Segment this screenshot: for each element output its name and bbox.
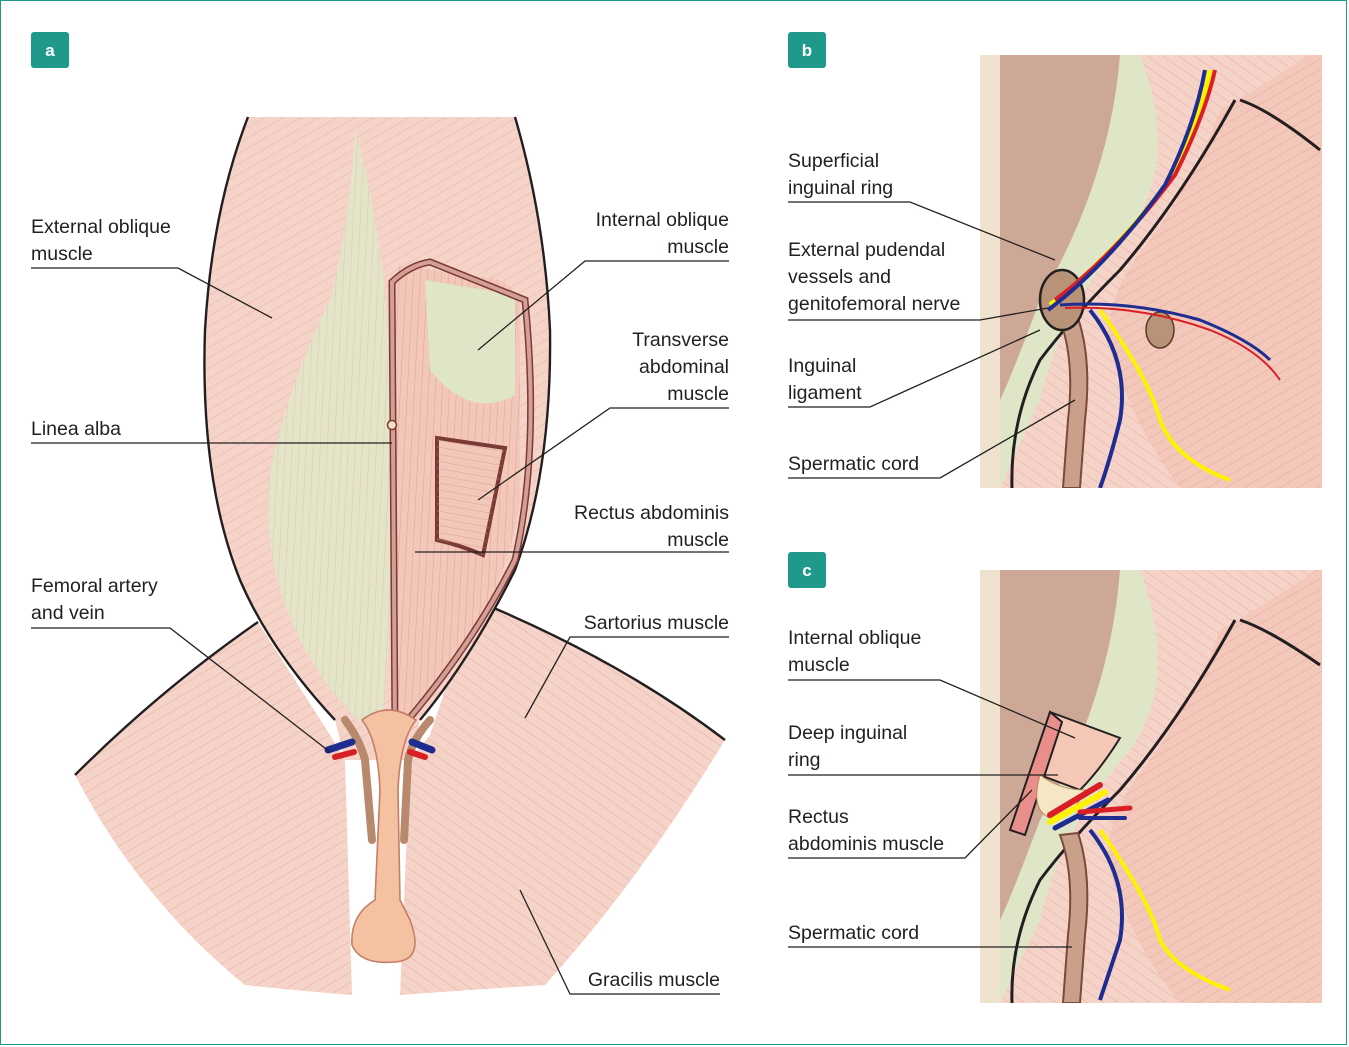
panel-a: a bbox=[31, 32, 729, 995]
badge-b: b bbox=[788, 32, 826, 68]
svg-text:External oblique: External oblique bbox=[31, 216, 171, 238]
panel-b: b Superficial bbox=[788, 32, 1330, 488]
inguinal-view-c bbox=[980, 560, 1330, 1003]
svg-text:genitofemoral nerve: genitofemoral nerve bbox=[788, 293, 960, 315]
svg-text:b: b bbox=[802, 41, 812, 60]
svg-text:a: a bbox=[45, 41, 55, 60]
svg-text:Inguinal: Inguinal bbox=[788, 355, 856, 377]
svg-text:and vein: and vein bbox=[31, 602, 105, 624]
svg-text:Femoral artery: Femoral artery bbox=[31, 575, 158, 597]
inguinal-view-b bbox=[980, 40, 1330, 488]
svg-text:Spermatic cord: Spermatic cord bbox=[788, 922, 919, 944]
svg-text:Sartorius muscle: Sartorius muscle bbox=[584, 612, 729, 634]
svg-text:Rectus: Rectus bbox=[788, 806, 849, 828]
svg-text:c: c bbox=[802, 561, 811, 580]
svg-text:Internal oblique: Internal oblique bbox=[788, 627, 921, 649]
svg-text:inguinal ring: inguinal ring bbox=[788, 177, 893, 199]
svg-text:Internal oblique: Internal oblique bbox=[596, 209, 729, 231]
svg-text:muscle: muscle bbox=[667, 383, 729, 405]
svg-text:muscle: muscle bbox=[667, 529, 729, 551]
svg-text:ligament: ligament bbox=[788, 382, 862, 404]
svg-text:Deep inguinal: Deep inguinal bbox=[788, 722, 907, 744]
svg-text:Gracilis muscle: Gracilis muscle bbox=[588, 969, 720, 991]
badge-a: a bbox=[31, 32, 69, 68]
svg-text:muscle: muscle bbox=[31, 243, 93, 265]
svg-text:abdominal: abdominal bbox=[639, 356, 729, 378]
svg-text:ring: ring bbox=[788, 749, 821, 771]
svg-text:Transverse: Transverse bbox=[632, 329, 729, 351]
svg-text:Linea alba: Linea alba bbox=[31, 418, 121, 440]
svg-text:vessels and: vessels and bbox=[788, 266, 891, 288]
svg-text:External pudendal: External pudendal bbox=[788, 239, 945, 261]
svg-text:Superficial: Superficial bbox=[788, 150, 879, 172]
svg-text:muscle: muscle bbox=[667, 236, 729, 258]
svg-text:abdominis muscle: abdominis muscle bbox=[788, 833, 944, 855]
badge-c: c bbox=[788, 552, 826, 588]
panel-c: c Internal ob bbox=[788, 552, 1330, 1003]
svg-text:Rectus abdominis: Rectus abdominis bbox=[574, 502, 729, 524]
svg-text:Spermatic cord: Spermatic cord bbox=[788, 453, 919, 475]
svg-text:muscle: muscle bbox=[788, 654, 850, 676]
